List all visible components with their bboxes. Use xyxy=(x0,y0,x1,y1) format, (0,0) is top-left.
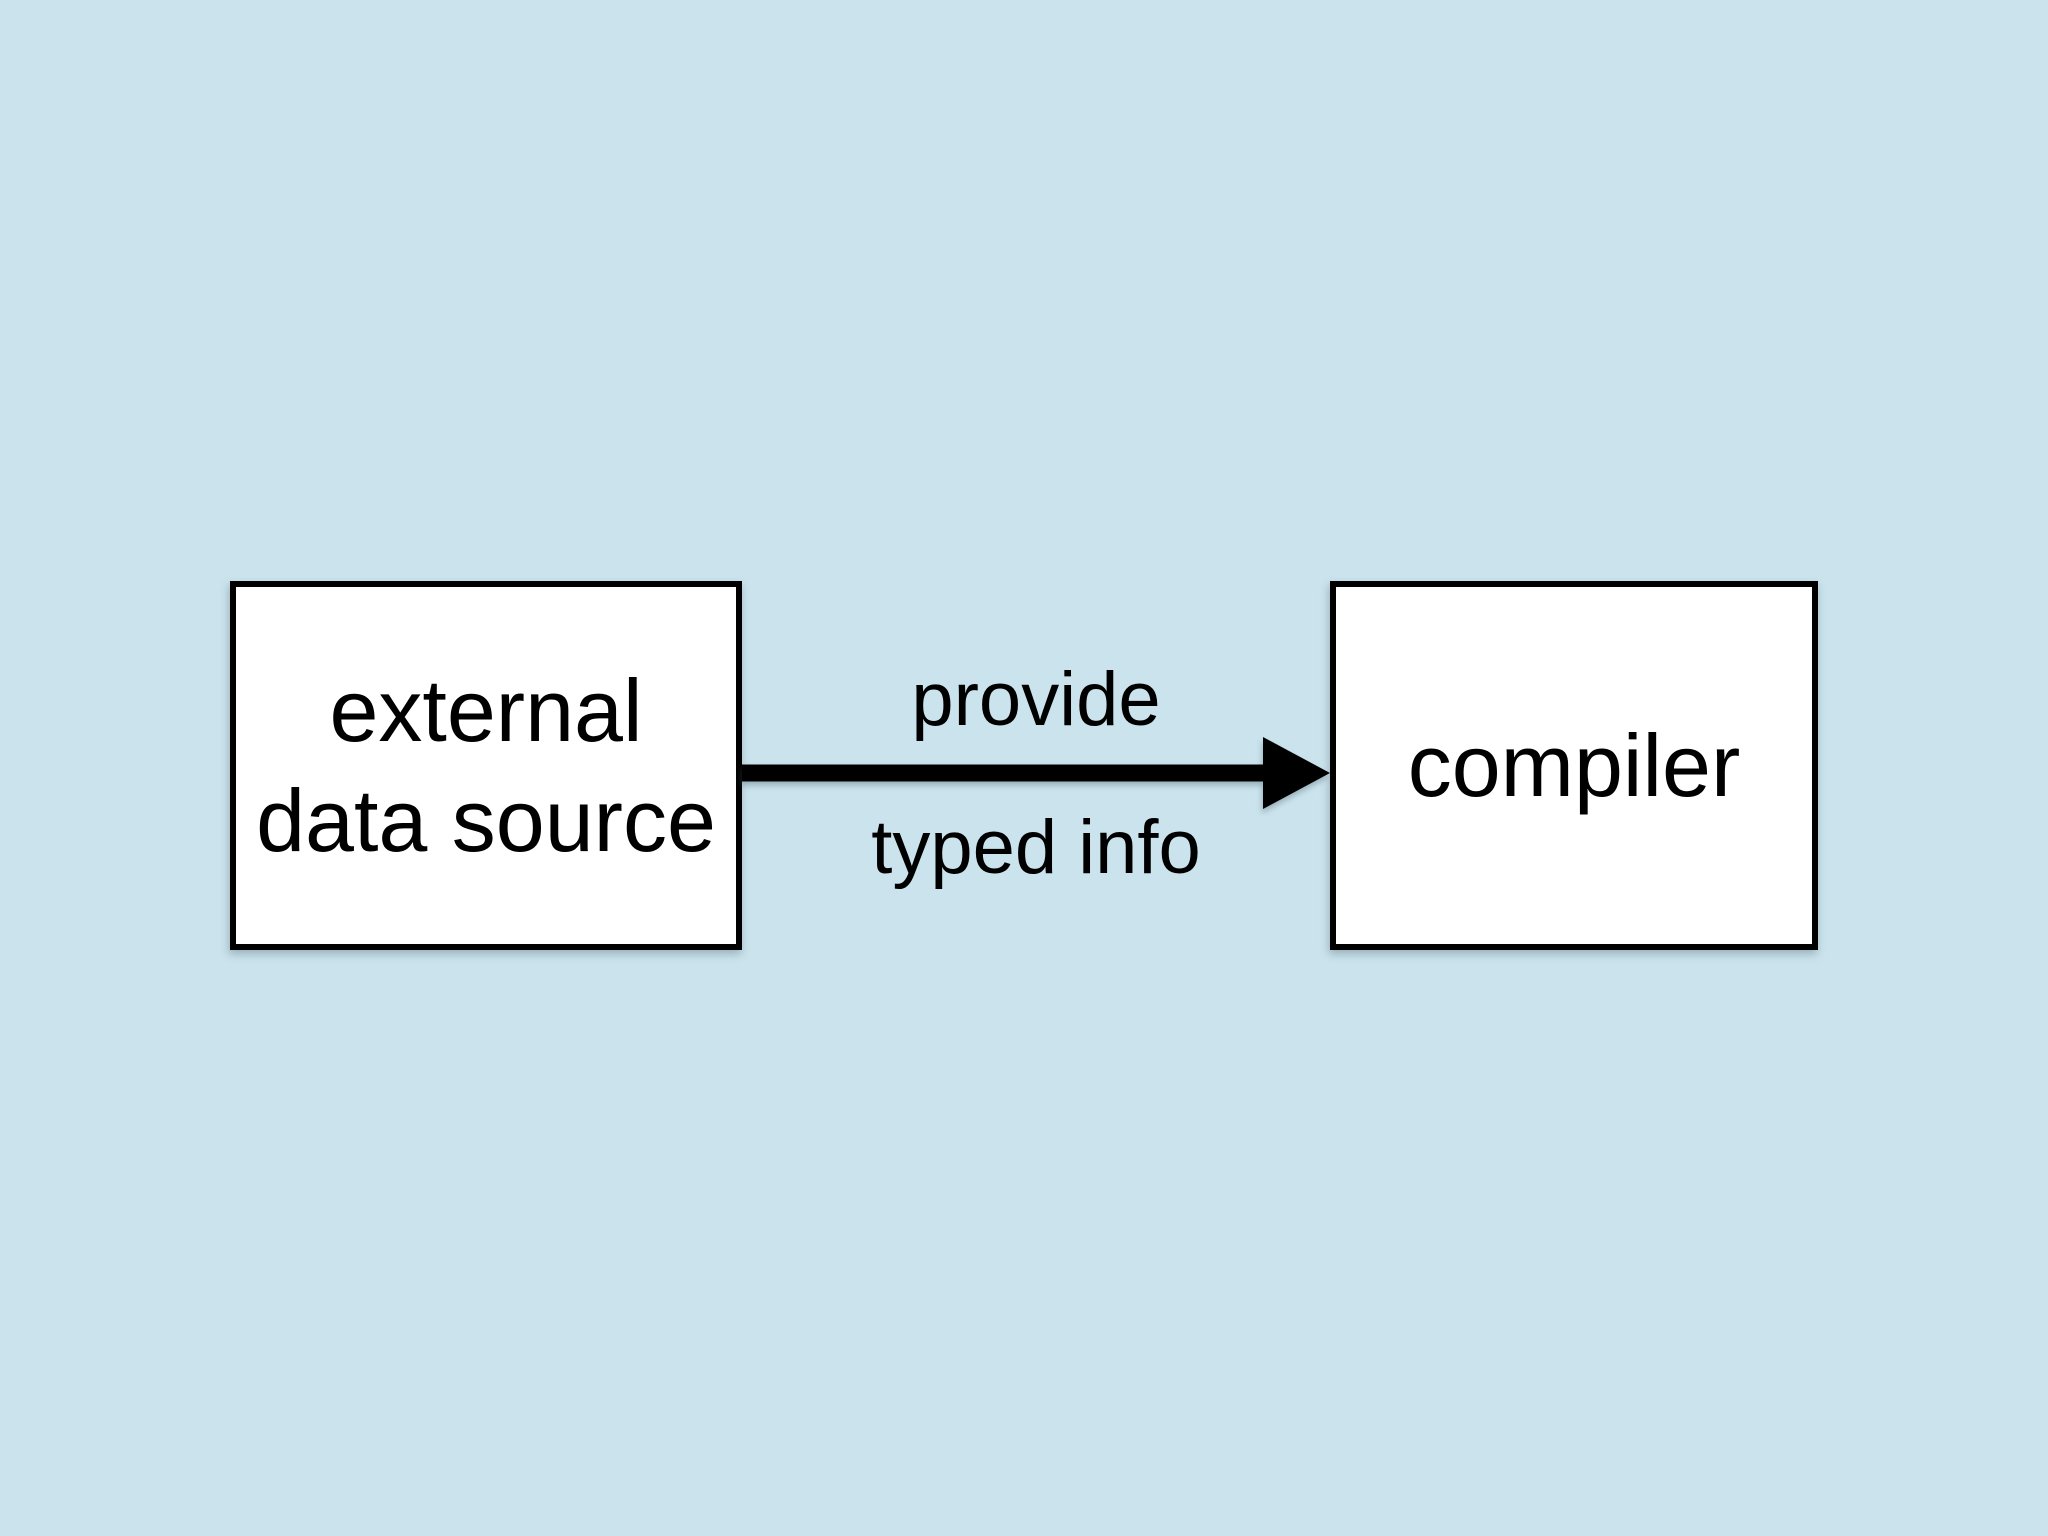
node-compiler: compiler xyxy=(1330,581,1818,950)
edge-label-typed-info: typed info xyxy=(871,805,1201,890)
node-external-data-source: external data source xyxy=(230,581,742,950)
arrow-head xyxy=(1263,737,1330,809)
node-compiler-label: compiler xyxy=(1407,715,1741,815)
node-external-data-source-label: external data source xyxy=(256,660,716,870)
edge-label-provide: provide xyxy=(911,657,1161,742)
